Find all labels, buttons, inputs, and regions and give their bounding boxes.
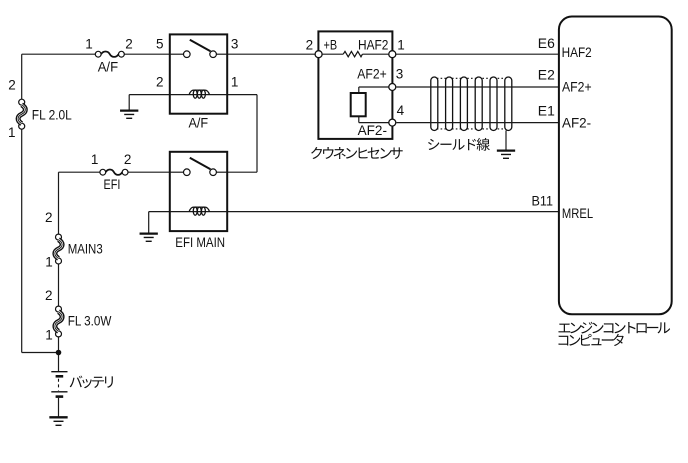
svg-text:+B: +B [324,38,338,53]
svg-text:1: 1 [397,37,405,52]
svg-text:1: 1 [45,327,53,342]
svg-text:B11: B11 [532,194,554,209]
svg-text:1: 1 [45,254,53,269]
svg-text:2: 2 [8,77,16,92]
svg-text:2: 2 [45,210,53,225]
svg-text:2: 2 [306,37,314,52]
svg-text:2: 2 [125,37,133,52]
svg-text:E1: E1 [538,104,555,119]
svg-text:3: 3 [231,37,239,52]
svg-text:E6: E6 [538,36,555,51]
svg-text:2: 2 [45,288,53,303]
svg-text:1: 1 [8,125,16,140]
svg-text:AF2-: AF2- [358,123,387,138]
svg-text:HAF2: HAF2 [562,45,592,60]
svg-text:AF2-: AF2- [562,116,591,131]
svg-text:MREL: MREL [562,206,594,221]
svg-text:EFI: EFI [104,177,121,192]
svg-text:FL 3.0W: FL 3.0W [68,314,112,329]
svg-text:EFI MAIN: EFI MAIN [175,235,225,250]
svg-text:AF2+: AF2+ [357,66,386,81]
svg-text:AF2+: AF2+ [562,80,592,95]
svg-text:3: 3 [396,67,404,82]
svg-text:1: 1 [91,152,99,167]
svg-text:MAIN3: MAIN3 [68,241,103,256]
svg-text:4: 4 [397,103,405,118]
svg-text:2: 2 [156,75,164,90]
svg-text:1: 1 [231,75,239,90]
svg-text:A/F: A/F [98,60,118,75]
svg-text:A/F: A/F [188,116,208,131]
svg-text:HAF2: HAF2 [358,38,388,53]
svg-text:E2: E2 [538,68,555,83]
svg-text:FL 2.0L: FL 2.0L [32,107,72,122]
svg-text:1: 1 [85,37,93,52]
svg-text:5: 5 [156,37,164,52]
svg-text:2: 2 [124,152,132,167]
